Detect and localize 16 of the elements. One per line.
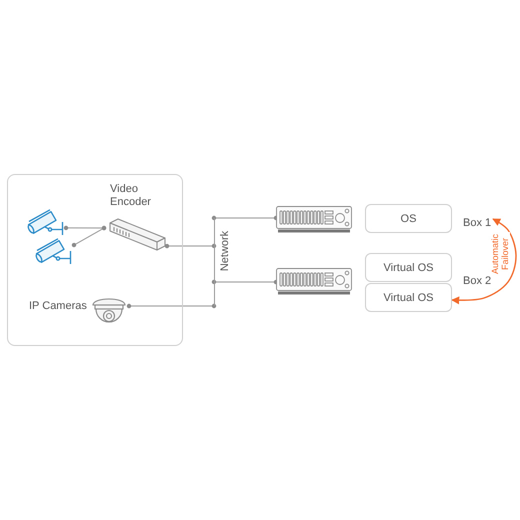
device-label: Video Encoder [110,183,152,209]
network-label: Network [219,230,231,272]
device-label: IP Cameras [29,300,88,313]
connector-line [212,280,278,284]
connector-line [72,226,106,248]
failover-arrow [451,218,517,304]
connector-line [212,216,278,220]
server-label: Box 2 [463,274,492,289]
os-card: Virtual OS [365,283,452,312]
edge-label: Automatic Failover [490,232,510,276]
connector-line [164,244,216,248]
server-label: Box 1 [463,215,493,231]
os-card: OS [365,204,452,233]
device-group-panel [7,174,183,346]
os-card: Virtual OS [365,253,452,282]
connector-line [126,304,216,308]
